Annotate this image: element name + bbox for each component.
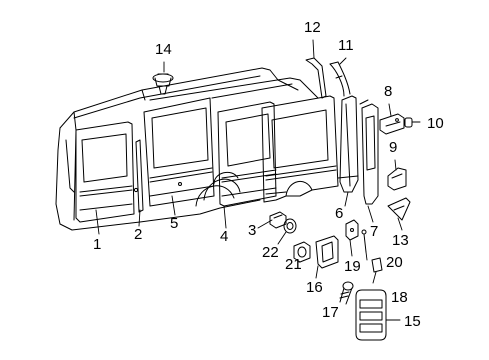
callout-22: 22: [262, 244, 279, 261]
door-hinge: [379, 113, 405, 135]
callout-12: 12: [304, 19, 321, 36]
rear-roof-rail: [305, 57, 327, 99]
clip: [404, 117, 413, 128]
b-pillar: [133, 139, 144, 213]
latch-plate: [345, 219, 359, 241]
callout-4: 4: [220, 228, 229, 245]
callout-19: 19: [344, 258, 361, 275]
callout-6: 6: [335, 205, 344, 222]
grommet: [283, 218, 297, 234]
callout-18: 18: [391, 289, 408, 306]
callout-17: 17: [322, 304, 339, 321]
cap: [371, 257, 383, 273]
push-pin-clip: [152, 73, 174, 95]
screw: [339, 281, 354, 305]
callout-14: 14: [155, 41, 172, 58]
rear-quarter-panel: [203, 95, 339, 203]
callout-5: 5: [170, 215, 179, 232]
callout-13: 13: [392, 232, 409, 249]
side-window-panel: [143, 97, 215, 207]
callout-1: 1: [93, 236, 102, 253]
corner-bracket: [387, 197, 411, 221]
callout-15: 15: [404, 313, 421, 330]
rear-pillar: [337, 95, 359, 193]
upper-rear-bracket: [329, 61, 351, 97]
callout-20: 20: [386, 254, 403, 271]
van-body-outline: [55, 67, 299, 231]
leader-lines: [95, 39, 421, 321]
callout-3: 3: [248, 222, 257, 239]
front-door-panel: [75, 121, 135, 223]
hinge-bracket: [387, 167, 407, 191]
fuel-door-housing: [293, 241, 311, 263]
roof-rails: [149, 77, 319, 101]
callout-9: 9: [389, 139, 398, 156]
callout-7: 7: [370, 223, 379, 240]
callout-16: 16: [306, 279, 323, 296]
vent-louver: [355, 289, 387, 341]
callout-8: 8: [384, 83, 393, 100]
callout-2: 2: [134, 226, 143, 243]
tail-lamp-housing: [359, 99, 379, 205]
latch-rod: [361, 229, 367, 253]
wheel-arch: [195, 185, 235, 207]
callout-11: 11: [338, 37, 354, 54]
callout-10: 10: [427, 115, 444, 132]
callout-21: 21: [285, 256, 302, 273]
fuel-door: [315, 235, 339, 269]
sliding-door-panel: [217, 101, 277, 207]
lamp-socket: [269, 211, 287, 229]
